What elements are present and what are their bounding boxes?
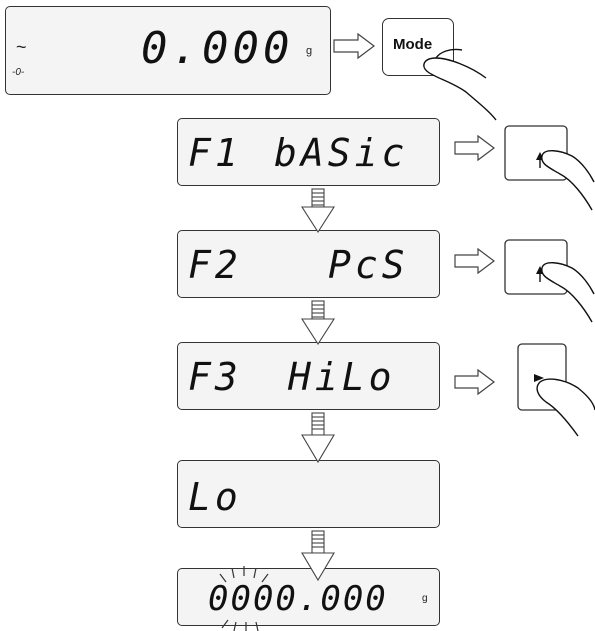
right-arrow-2 bbox=[455, 136, 494, 160]
down-arrow-1 bbox=[302, 189, 334, 232]
right-arrow-1 bbox=[334, 34, 374, 58]
right-arrow-4 bbox=[455, 370, 494, 394]
down-arrow-2 bbox=[302, 301, 334, 344]
blink-indicator-icon bbox=[220, 566, 268, 631]
down-arrow-3 bbox=[302, 413, 334, 462]
right-arrow-3 bbox=[455, 249, 494, 273]
finger-press-icon bbox=[424, 49, 496, 120]
down-arrow-4 bbox=[302, 531, 334, 580]
